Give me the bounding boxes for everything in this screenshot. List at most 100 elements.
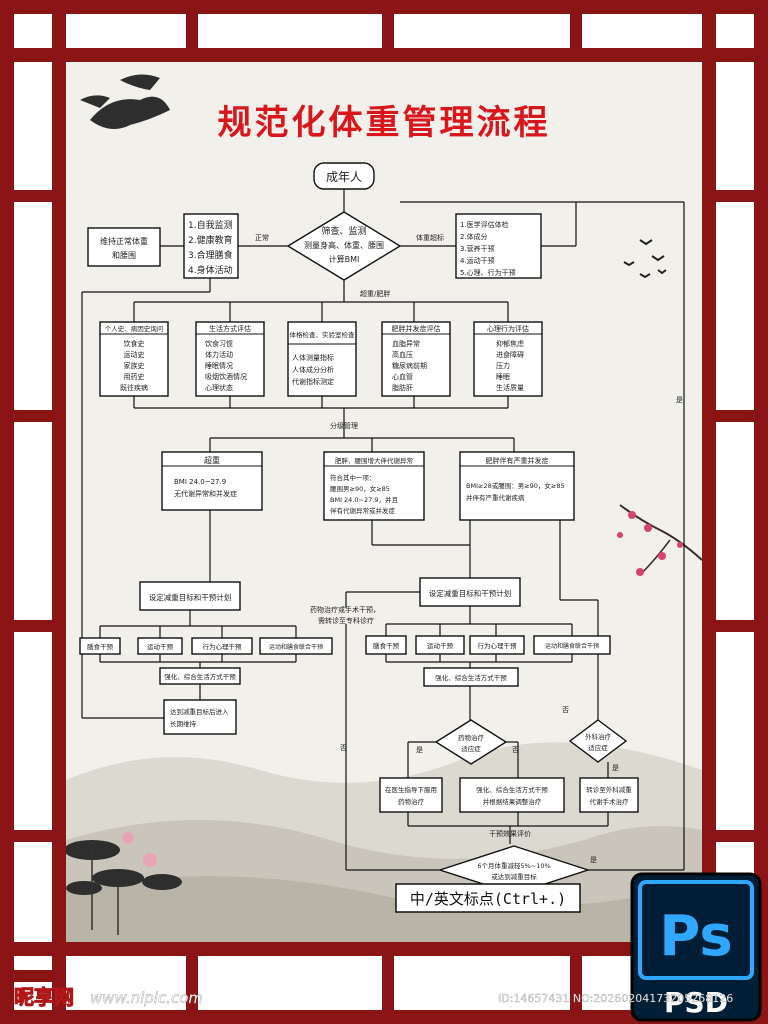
svg-text:体力活动: 体力活动 bbox=[205, 350, 233, 359]
node-pre-intervention: 1.医学评估体检 2.体成分 3.营养干预 4.运动干预 5.心理、行为干预 bbox=[455, 213, 542, 279]
svg-text:3.营养干预: 3.营养干预 bbox=[460, 244, 495, 253]
birds-decoration bbox=[623, 239, 667, 279]
svg-text:测量身高、体重、腰围: 测量身高、体重、腰围 bbox=[304, 240, 384, 250]
svg-text:强化、综合生活方式干预: 强化、综合生活方式干预 bbox=[435, 673, 507, 682]
svg-text:膳食干预: 膳食干预 bbox=[87, 642, 114, 651]
node-observe: 达到减重目标后进入 长期维持 bbox=[163, 699, 237, 735]
svg-text:心理行为评估: 心理行为评估 bbox=[487, 324, 529, 333]
svg-text:强化、综合生活方式干预: 强化、综合生活方式干预 bbox=[476, 785, 548, 794]
svg-text:长期维持: 长期维持 bbox=[170, 719, 197, 728]
svg-text:运动和膳食联合干预: 运动和膳食联合干预 bbox=[269, 643, 323, 651]
svg-text:睡眠: 睡眠 bbox=[496, 373, 510, 381]
svg-text:BMI 24.0~27.9，并且: BMI 24.0~27.9，并且 bbox=[330, 495, 398, 504]
svg-text:BMI 24.0~27.9: BMI 24.0~27.9 bbox=[174, 478, 226, 486]
svg-text:设定减重目标和干预计划: 设定减重目标和干预计划 bbox=[149, 592, 232, 602]
svg-text:脂肪肝: 脂肪肝 bbox=[392, 383, 413, 392]
svg-text:符合其中一项：: 符合其中一项： bbox=[330, 473, 376, 482]
svg-text:适应症: 适应症 bbox=[461, 744, 481, 753]
transfer-note-2: 需转诊至专科诊疗 bbox=[318, 616, 374, 625]
node-intervention-a-exercise: 运动干预 bbox=[137, 637, 183, 655]
svg-text:膳食干预: 膳食干预 bbox=[373, 641, 400, 650]
node-severe-obesity: 肥胖伴有严重并发症 BMI≥28或腰围：男≥90，女≥85 并伴有严重代谢疾病 bbox=[459, 451, 575, 521]
node-intervention-b-exercise: 运动干预 bbox=[415, 635, 465, 655]
node-adult: 成年人 bbox=[313, 162, 375, 190]
node-intervention-a-combined: 运动和膳食联合干预 bbox=[259, 637, 333, 655]
label-normal: 正常 bbox=[255, 233, 269, 242]
svg-text:并伴有严重代谢疾病: 并伴有严重代谢疾病 bbox=[466, 493, 525, 502]
ime-hint: 中/英文标点(Ctrl+.) bbox=[395, 883, 581, 913]
svg-text:1.医学评估体检: 1.医学评估体检 bbox=[460, 220, 509, 229]
svg-text:BMI≥28或腰围：男≥90，女≥85: BMI≥28或腰围：男≥90，女≥85 bbox=[466, 481, 565, 490]
node-drug-indication: 药物治疗 适应症 bbox=[434, 719, 508, 765]
node-overweight: 超重 BMI 24.0~27.9 无代谢异常和并发症 bbox=[161, 451, 263, 511]
svg-text:转诊至外科减重: 转诊至外科减重 bbox=[586, 785, 632, 794]
svg-text:超重: 超重 bbox=[204, 455, 220, 465]
node-lifestyle: 生活方式评估 饮食习惯 体力活动 睡眠情况 吸烟饮酒情况 心理状态 bbox=[195, 321, 265, 397]
svg-text:ID:14657431 NO:202602041732052: ID:14657431 NO:20260204173205268126 bbox=[498, 992, 733, 1005]
node-drug-treatment: 在医生指导下服用 药物治疗 bbox=[379, 777, 443, 813]
svg-text:肥胖、腰围增大伴代谢异常: 肥胖、腰围增大伴代谢异常 bbox=[335, 456, 413, 465]
node-physical-exam: 体格检查、实验室检查 人体测量指标 人体成分分析 代谢指标测定 bbox=[287, 321, 357, 397]
svg-text:肥胖伴有严重并发症: 肥胖伴有严重并发症 bbox=[486, 456, 549, 465]
node-comprehensive-a: 强化、综合生活方式干预 bbox=[159, 667, 241, 685]
svg-text:4.身体活动: 4.身体活动 bbox=[188, 264, 233, 276]
node-intervention-b-diet: 膳食干预 bbox=[365, 635, 407, 655]
plum-blossom-decoration bbox=[617, 504, 703, 576]
label-over: 超重/肥胖 bbox=[360, 289, 390, 298]
svg-text:药物治疗: 药物治疗 bbox=[398, 797, 425, 806]
label-yes-drug: 是 bbox=[416, 746, 423, 754]
node-complications: 肥胖并发症评估 血脂异常 高血压 糖尿病前期 心血管 脂肪肝 bbox=[381, 321, 451, 397]
label-ok: 是 bbox=[590, 856, 597, 864]
label-fail: 否 bbox=[340, 744, 347, 752]
psd-badge: Ps PSD bbox=[630, 872, 762, 1022]
svg-text:设定减重目标和干预计划: 设定减重目标和干预计划 bbox=[429, 588, 512, 598]
svg-text:肥胖并发症评估: 肥胖并发症评估 bbox=[392, 324, 441, 333]
node-self-management: 1.自我监测 2.健康教育 3.合理膳食 4.身体活动 bbox=[183, 213, 239, 279]
svg-text:人体测量指标: 人体测量指标 bbox=[292, 353, 334, 362]
node-obesity: 肥胖、腰围增大伴代谢异常 符合其中一项： 腰围男≥90，女≥85 BMI 24.… bbox=[323, 451, 425, 521]
svg-text:无代谢异常和并发症: 无代谢异常和并发症 bbox=[174, 489, 237, 498]
svg-text:抑郁焦虑: 抑郁焦虑 bbox=[496, 339, 524, 348]
svg-text:www.nipic.com: www.nipic.com bbox=[90, 989, 203, 1007]
node-keep-normal: 维持正常体重 和腰围 bbox=[87, 227, 161, 267]
svg-text:4.运动干预: 4.运动干预 bbox=[460, 256, 495, 265]
node-goal-b: 设定减重目标和干预计划 bbox=[419, 577, 521, 607]
svg-text:PSD: PSD bbox=[664, 986, 728, 1019]
svg-text:体格检查、实验室检查: 体格检查、实验室检查 bbox=[290, 330, 356, 339]
node-history: 个人史、病因史询问 饮食史 运动史 家族史 用药史 既往疾病 bbox=[99, 321, 169, 397]
svg-text:生活质量: 生活质量 bbox=[496, 383, 524, 392]
svg-text:腰围男≥90，女≥85: 腰围男≥90，女≥85 bbox=[330, 484, 390, 493]
label-effect: 干预效果评价 bbox=[489, 829, 531, 838]
svg-text:饮食史: 饮食史 bbox=[124, 339, 145, 348]
svg-text:代谢指标测定: 代谢指标测定 bbox=[292, 377, 334, 386]
svg-text:用药史: 用药史 bbox=[124, 372, 145, 381]
node-screening: 筛查、监测 测量身高、体重、腰围 计算BMI bbox=[286, 211, 402, 281]
svg-text:进食障碍: 进食障碍 bbox=[496, 350, 524, 359]
svg-text:行为心理干预: 行为心理干预 bbox=[203, 642, 243, 651]
node-intervention-a-diet: 膳食干预 bbox=[79, 637, 121, 655]
label-abnormal: 体重超标 bbox=[416, 233, 444, 242]
svg-text:成年人: 成年人 bbox=[326, 170, 362, 184]
svg-text:个人史、病因史询问: 个人史、病因史询问 bbox=[105, 324, 164, 333]
svg-text:行为心理干预: 行为心理干预 bbox=[478, 641, 518, 650]
svg-text:计算BMI: 计算BMI bbox=[329, 254, 360, 264]
svg-text:运动和膳食联合干预: 运动和膳食联合干预 bbox=[545, 642, 599, 650]
svg-text:2.体成分: 2.体成分 bbox=[460, 232, 488, 241]
svg-text:维持正常体重: 维持正常体重 bbox=[100, 236, 148, 246]
transfer-note-1: 药物治疗或手术干预， bbox=[310, 605, 380, 614]
svg-text:人体成分分析: 人体成分分析 bbox=[292, 365, 334, 374]
svg-text:睡眠情况: 睡眠情况 bbox=[205, 361, 233, 370]
svg-text:昵享网: 昵享网 bbox=[14, 985, 74, 1009]
label-no-drug: 否 bbox=[512, 746, 519, 754]
label-grading: 分级管理 bbox=[330, 421, 358, 430]
svg-text:1.自我监测: 1.自我监测 bbox=[188, 219, 233, 231]
svg-text:吸烟饮酒情况: 吸烟饮酒情况 bbox=[205, 372, 247, 381]
label-right: 是 bbox=[676, 396, 683, 404]
svg-text:5.心理、行为干预: 5.心理、行为干预 bbox=[460, 268, 516, 277]
svg-text:3.合理膳食: 3.合理膳食 bbox=[188, 249, 233, 261]
svg-text:中/英文标点(Ctrl+.): 中/英文标点(Ctrl+.) bbox=[410, 890, 566, 908]
svg-text:运动干预: 运动干预 bbox=[427, 641, 454, 650]
node-goal-a: 设定减重目标和干预计划 bbox=[139, 581, 241, 611]
svg-text:2.健康教育: 2.健康教育 bbox=[188, 234, 233, 246]
